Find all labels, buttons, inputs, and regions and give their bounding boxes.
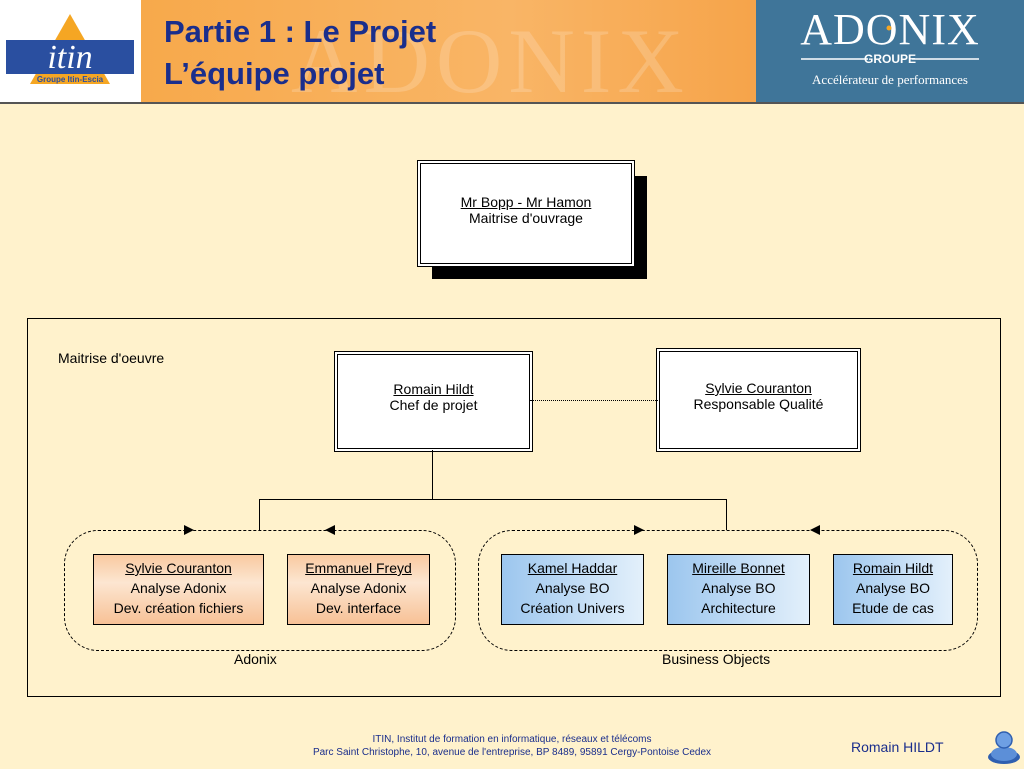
footer-line-2: Parc Saint Christophe, 10, avenue de l'e… [312,747,712,758]
group-business-objects [478,530,978,651]
member-role: Analyse Adonix [130,580,227,596]
tree-drop-bo [726,499,727,530]
member-role: Analyse BO [535,580,610,596]
member-name: Romain Hildt [852,560,934,576]
member-name: Sylvie Couranton [125,560,232,576]
member-name: Kamel Haddar [527,560,618,576]
member-task: Etude de cas [852,600,934,616]
footer-line-1: ITIN, Institut de formation en informati… [372,734,652,745]
member-role: Analyse BO [701,580,776,596]
arrow-right-icon [184,525,194,535]
qualite-role: Responsable Qualité [693,396,824,412]
adonix-logo: ADONIX GROUPE Accélérateur de performanc… [756,0,1024,102]
member-card: Emmanuel Freyd Analyse Adonix Dev. inter… [287,554,430,625]
arrow-left-icon [325,525,335,535]
chef-projet-role: Chef de projet [389,397,478,413]
tree-drop-adonix [259,499,260,530]
tree-branch [259,499,726,500]
member-name: Emmanuel Freyd [305,560,412,576]
slide-subtitle: L’équipe projet [164,56,385,91]
group-caption-bo: Business Objects [662,651,771,667]
member-card: Romain Hildt Analyse BO Etude de cas [833,554,953,625]
qualite-name: Sylvie Couranton [705,380,812,396]
member-task: Dev. création fichiers [113,600,244,616]
member-role: Analyse BO [856,580,930,596]
member-card: Sylvie Couranton Analyse Adonix Dev. cré… [93,554,264,625]
maitrise-oeuvre-label: Maitrise d'oeuvre [58,350,165,366]
member-card: Mireille Bonnet Analyse BO Architecture [667,554,810,625]
moa-name: Mr Bopp - Mr Hamon [460,194,592,210]
group-adonix [64,530,456,651]
moa-role: Maitrise d'ouvrage [469,210,583,226]
group-caption-adonix: Adonix [234,651,277,667]
member-task: Architecture [701,600,776,616]
user-icon [986,728,1022,764]
adonix-watermark: ADONIX [291,10,690,102]
chef-projet-name: Romain Hildt [393,381,474,397]
maitrise-oeuvre-frame [27,318,1001,697]
arrow-right-icon [634,525,644,535]
title-band: ADONIX Partie 1 : Le Projet L’équipe pro… [141,0,756,102]
slide-header: itin Groupe Itin-Escia ADONIX Partie 1 :… [0,0,1024,102]
itin-subtitle: Groupe Itin-Escia [37,75,104,84]
tree-trunk [432,450,433,499]
itin-wordmark: itin [47,39,92,76]
itin-logo: itin Groupe Itin-Escia [0,0,141,102]
member-task: Création Univers [520,600,625,616]
chef-projet-box: Romain Hildt Chef de projet [337,354,530,449]
adonix-tagline: Accélérateur de performances [812,72,968,87]
member-card: Kamel Haddar Analyse BO Création Univers [501,554,644,625]
header-divider [0,102,1024,104]
responsable-qualite-box: Sylvie Couranton Responsable Qualité [659,351,858,449]
member-name: Mireille Bonnet [692,560,785,576]
member-task: Dev. interface [315,600,402,616]
member-role: Analyse Adonix [310,580,407,596]
arrow-left-icon [810,525,820,535]
maitrise-ouvrage-box: Mr Bopp - Mr Hamon Maitrise d'ouvrage [420,163,632,264]
slide-title: Partie 1 : Le Projet [164,14,437,49]
adonix-group-label: GROUPE [863,52,916,66]
footer-author: Romain HILDT [851,739,944,755]
quality-dotted-link [530,400,658,401]
